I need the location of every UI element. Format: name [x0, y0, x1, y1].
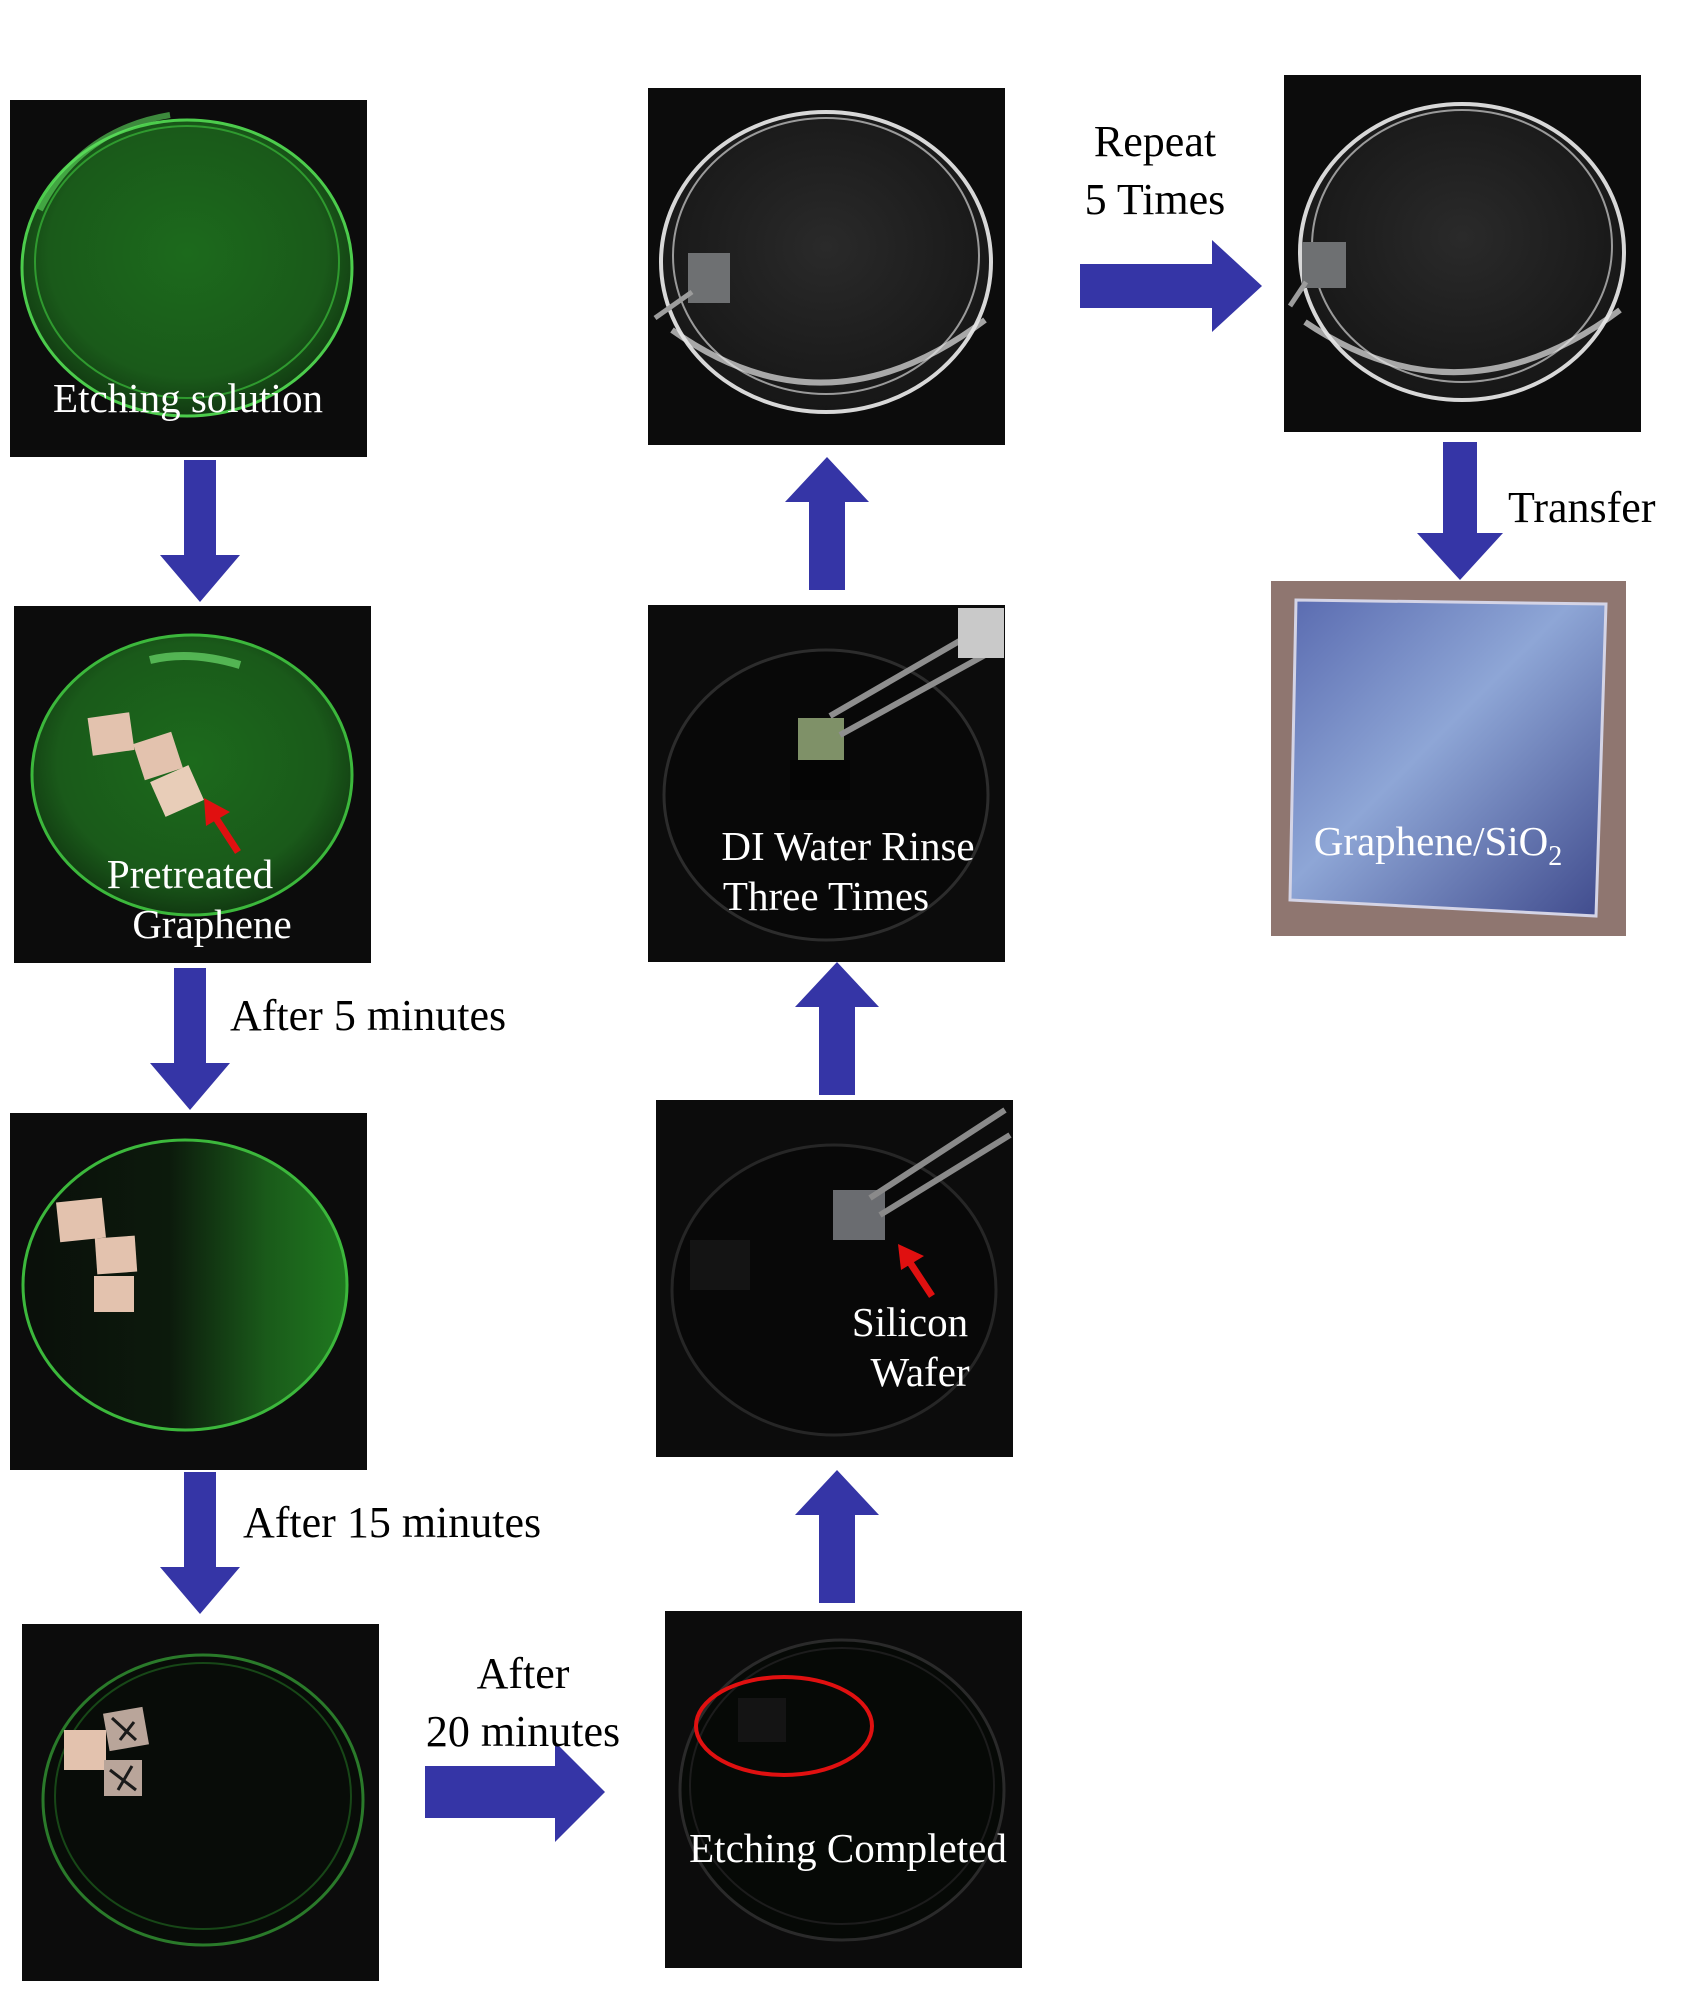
caption-di-water-rinse: DI Water Rinse	[721, 823, 974, 869]
label-repeat: Repeat	[1094, 117, 1216, 166]
photo-after-15-minutes	[22, 1624, 379, 1981]
caption-etching-solution: Etching solution	[53, 375, 323, 421]
etched-foil-pieces	[64, 1706, 149, 1796]
caption-subscript-2: 2	[1548, 841, 1562, 872]
photo-silicon-wafer: Silicon Wafer	[656, 1100, 1013, 1457]
caption-silicon: Silicon	[852, 1299, 968, 1345]
arrow-labels: After 5 minutes After 15 minutes After 2…	[230, 117, 1656, 1756]
label-after-15-minutes: After 15 minutes	[243, 1498, 541, 1547]
photo-after-5-minutes	[10, 1113, 367, 1470]
photo-etching-completed: Etching Completed	[665, 1611, 1022, 1968]
photo-repeat-bath	[1284, 75, 1641, 432]
arrow-down-1	[160, 460, 240, 602]
photo-etching-solution: Etching solution	[10, 100, 367, 457]
caption-etching-completed: Etching Completed	[689, 1825, 1007, 1871]
copper-foil-pieces	[56, 1197, 138, 1312]
arrow-right-2	[1080, 240, 1262, 332]
arrow-down-3	[160, 1472, 240, 1614]
label-after: After	[477, 1649, 570, 1698]
caption-pretreated: Pretreated	[107, 851, 273, 897]
arrow-up-1	[795, 1470, 879, 1603]
caption-graphene: Graphene	[132, 901, 291, 947]
arrow-up-2	[795, 962, 879, 1095]
process-arrows	[150, 240, 1503, 1842]
label-after-5-minutes: After 5 minutes	[230, 991, 506, 1040]
label-transfer: Transfer	[1508, 483, 1656, 532]
caption-graphene-sio-text: Graphene/SiO	[1314, 818, 1549, 864]
red-indicator-arrow	[204, 798, 241, 854]
arrow-up-3	[785, 457, 869, 590]
red-highlight-ellipse	[694, 1675, 874, 1777]
photo-graphene-sio2: Graphene/SiO2	[1271, 581, 1626, 936]
photo-di-water-rinse: DI Water Rinse Three Times	[648, 605, 1005, 962]
label-5-times: 5 Times	[1085, 175, 1226, 224]
arrow-down-4	[1417, 442, 1503, 580]
red-indicator-arrow	[898, 1244, 935, 1298]
photo-pretreated-graphene: Pretreated Graphene	[14, 606, 371, 963]
caption-graphene-sio2: Graphene/SiO2	[1314, 818, 1563, 872]
photo-rinse-bath	[648, 88, 1005, 445]
caption-three-times: Three Times	[723, 873, 929, 919]
label-20-minutes: 20 minutes	[426, 1707, 620, 1756]
caption-wafer: Wafer	[870, 1349, 969, 1395]
copper-foil-pieces	[87, 712, 204, 817]
arrow-down-2	[150, 968, 230, 1110]
arrow-right-1	[425, 1742, 605, 1842]
